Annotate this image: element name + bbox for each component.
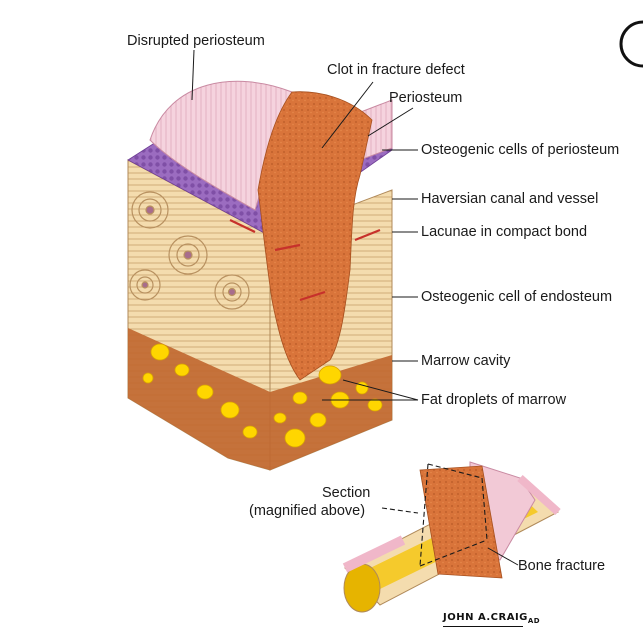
marrow-cavity-front: [128, 328, 270, 470]
label-osteogenic-cell-of-endosteum: Osteogenic cell of endosteum: [421, 289, 613, 305]
osteon-circles: [129, 191, 250, 310]
signature-underline: [443, 626, 523, 627]
small-bone-inset: [342, 461, 561, 613]
label-clot-in-fracture-defect: Clot in fracture defect: [327, 62, 465, 78]
label-fat-droplets-of-marrow: Fat droplets of marrow: [421, 392, 567, 408]
label-bone-fracture: Bone fracture: [518, 558, 606, 574]
signature-suffix: AD: [527, 617, 541, 625]
label-section-magnified: (magnified above): [249, 503, 366, 519]
bone-fracture-pointer: [487, 547, 519, 566]
artist-signature: JOHN A.CRAIGAD: [443, 612, 540, 625]
label-disrupted-periosteum: Disrupted periosteum: [127, 33, 265, 49]
label-haversian-canal-and-vessel: Haversian canal and vessel: [421, 191, 599, 207]
signature-name: JOHN A.CRAIG: [443, 612, 528, 623]
label-osteogenic-cells-of-periosteum: Osteogenic cells of periosteum: [421, 142, 620, 158]
label-marrow-cavity: Marrow cavity: [421, 353, 511, 369]
clot: [257, 91, 373, 381]
fat-droplets: [142, 343, 383, 448]
label-lacunae-in-compact-bond: Lacunae in compact bond: [421, 224, 588, 240]
pointer-lines: [191, 49, 419, 401]
label-periosteum: Periosteum: [389, 90, 463, 106]
section-dashed-box: [381, 463, 488, 567]
edge-circle-fragment: [619, 20, 643, 68]
label-section: Section: [322, 485, 371, 501]
vessels: [229, 219, 381, 302]
